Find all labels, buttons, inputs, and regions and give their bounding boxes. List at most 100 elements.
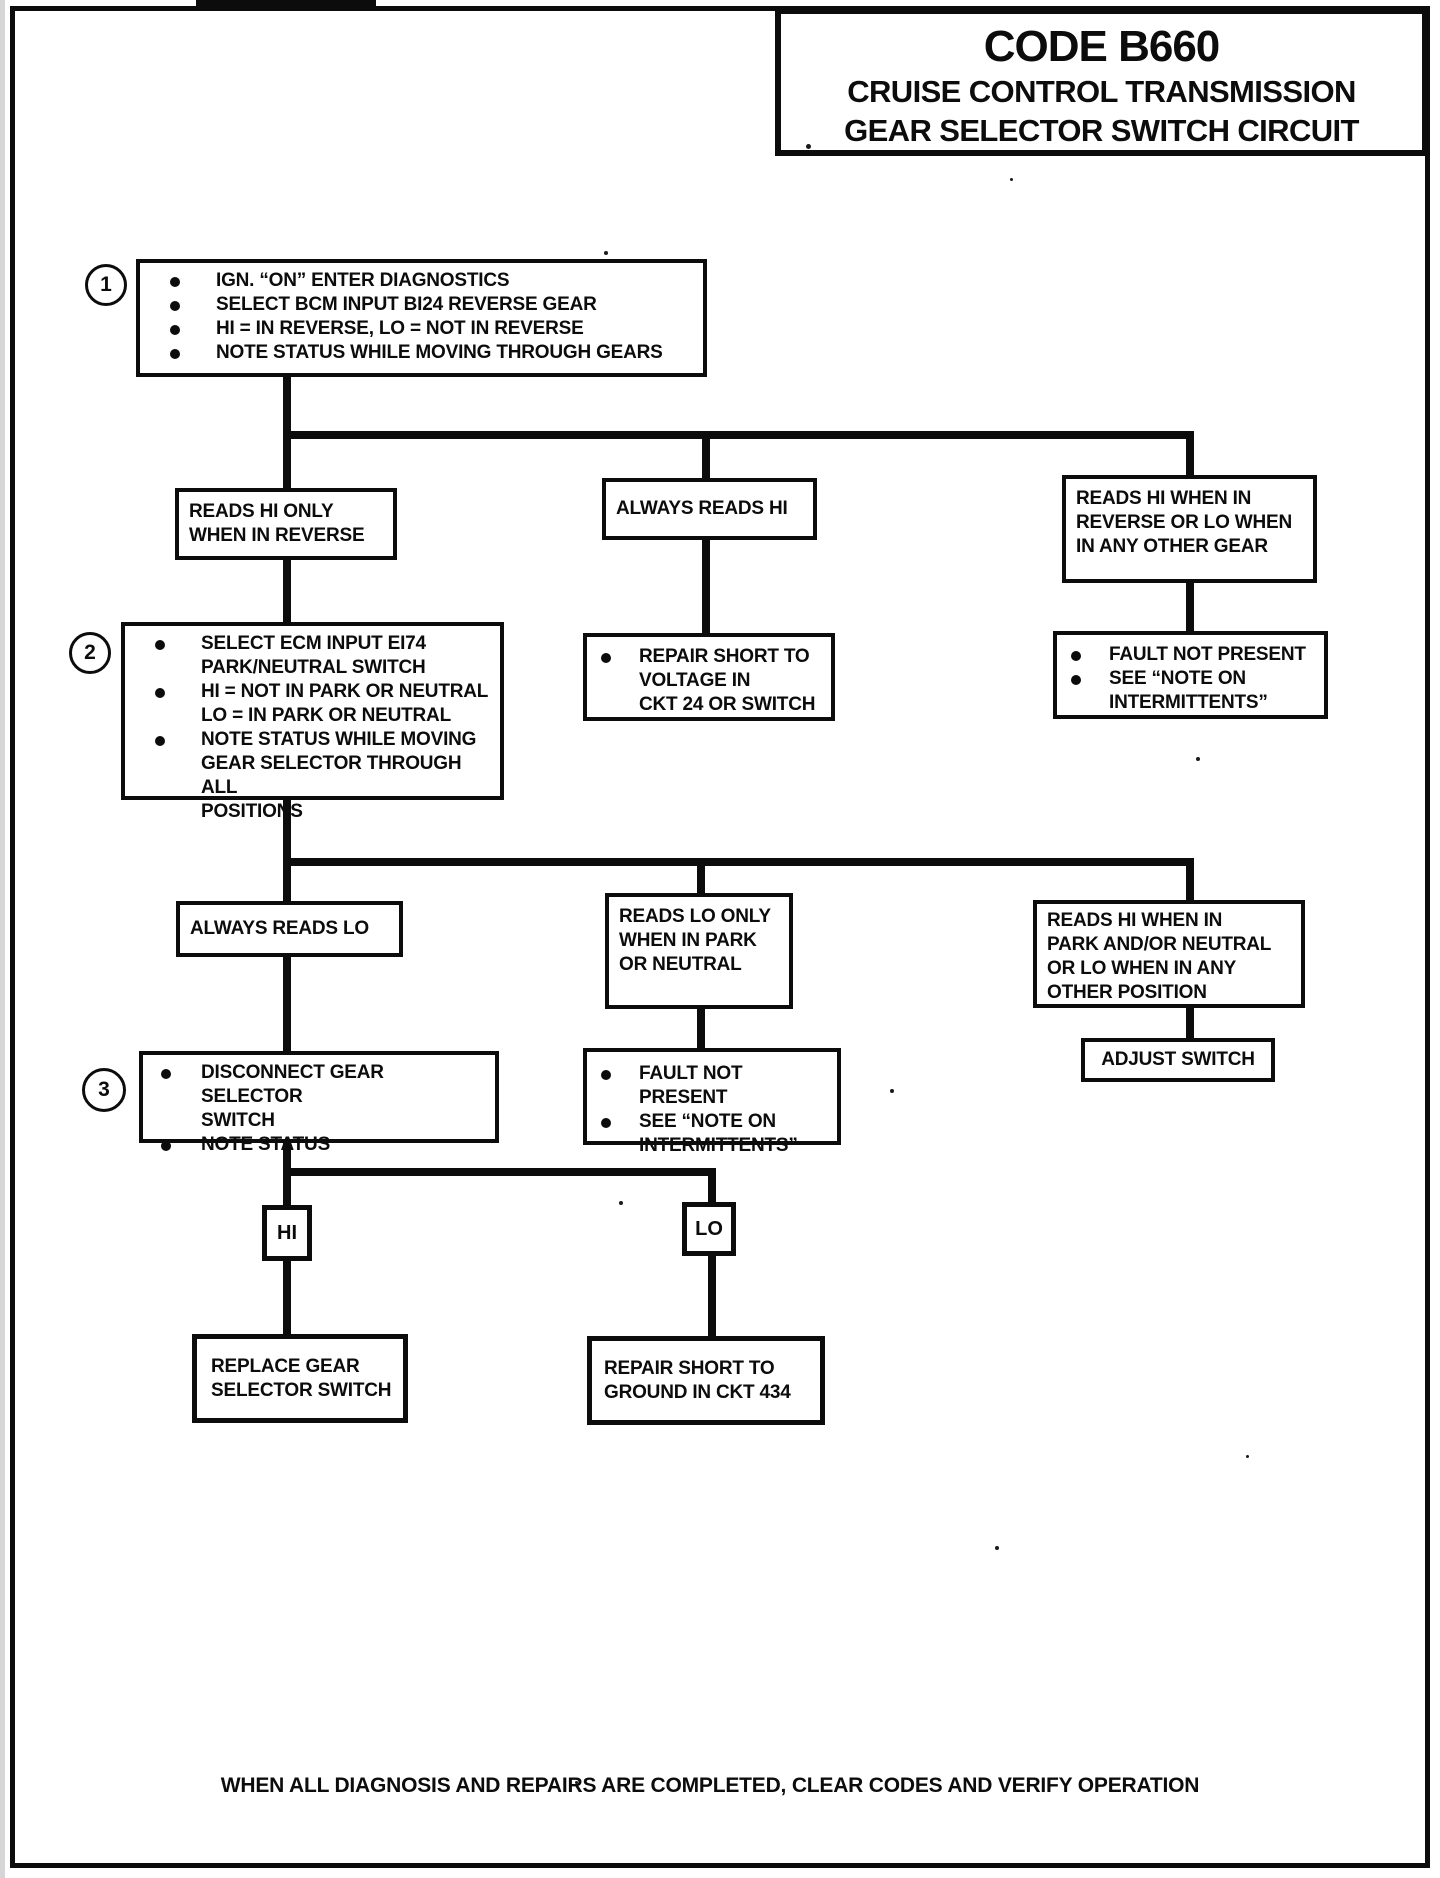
result-lo-box: LO [682, 1202, 736, 1256]
bullet-text: FAULT NOT PRESENT [639, 1063, 743, 1108]
bullet-item: SELECT ECM INPUT EI74 PARK/NEUTRAL SWITC… [125, 632, 490, 680]
connector-line [1186, 439, 1194, 477]
bullet-item: HI = IN REVERSE, LO = NOT IN REVERSE [140, 317, 693, 341]
connector-line [283, 1258, 291, 1336]
bullet-icon [155, 736, 165, 746]
bullet-text: SELECT BCM INPUT BI24 REVERSE GEAR [216, 294, 597, 315]
bullet-text: IGN. “ON” ENTER DIAGNOSTICS [216, 270, 510, 291]
connector-line [283, 439, 291, 490]
bullet-item: SEE “NOTE ON INTERMITTENTS” [587, 1110, 827, 1158]
action-repair-short-ground-ckt434: REPAIR SHORT TO GROUND IN CKT 434 [587, 1336, 825, 1425]
step-1-badge: 1 [85, 264, 127, 306]
connector-line [283, 1168, 716, 1176]
connector-line [283, 858, 1194, 866]
bullet-item: SELECT BCM INPUT BI24 REVERSE GEAR [140, 293, 693, 317]
bullet-item: IGN. “ON” ENTER DIAGNOSTICS [140, 269, 693, 293]
bullet-text: SEE “NOTE ON INTERMITTENTS” [1109, 668, 1268, 713]
bullet-icon [1071, 675, 1081, 685]
scan-artifact [575, 1781, 578, 1784]
page-border [10, 6, 1430, 1868]
bullet-text: NOTE STATUS [201, 1134, 331, 1155]
action-adjust-switch: ADJUST SWITCH [1081, 1038, 1275, 1082]
bullet-text: DISCONNECT GEAR SELECTOR SWITCH [201, 1062, 384, 1131]
step-2-number: 2 [84, 641, 96, 664]
scan-artifact [806, 144, 811, 149]
bullet-item: NOTE STATUS WHILE MOVING THROUGH GEARS [140, 341, 693, 365]
condition-always-reads-hi: ALWAYS READS HI [602, 478, 817, 540]
bullet-text: SEE “NOTE ON INTERMITTENTS” [639, 1111, 798, 1156]
connector-line [1186, 581, 1194, 633]
bullet-text: REPAIR SHORT TO VOLTAGE IN CKT 24 OR SWI… [639, 646, 816, 715]
action-fault-not-present-2: FAULT NOT PRESENT SEE “NOTE ON INTERMITT… [583, 1048, 841, 1156]
title-code: CODE B660 [983, 22, 1221, 71]
title-line-3: GEAR SELECTOR SWITCH CIRCUIT [844, 113, 1359, 148]
scan-edge-artifact [0, 0, 5, 1878]
scan-artifact [1010, 178, 1013, 181]
result-hi-box: HI [262, 1205, 312, 1261]
bullet-icon [161, 1141, 171, 1151]
action-repair-short-voltage: REPAIR SHORT TO VOLTAGE IN CKT 24 OR SWI… [583, 633, 835, 721]
bullet-item: FAULT NOT PRESENT [587, 1062, 827, 1110]
bullet-item: DISCONNECT GEAR SELECTOR SWITCH [143, 1061, 485, 1133]
condition-reads-hi-only-in-reverse: READS HI ONLY WHEN IN REVERSE [175, 488, 397, 560]
bullet-icon [170, 301, 180, 311]
scan-artifact [1246, 1455, 1249, 1458]
connector-line [1186, 1006, 1194, 1040]
bullet-item: NOTE STATUS WHILE MOVING GEAR SELECTOR T… [125, 728, 490, 824]
condition-reads-hi-park-neutral: READS HI WHEN IN PARK AND/OR NEUTRAL OR … [1033, 900, 1305, 1008]
step-1-box: IGN. “ON” ENTER DIAGNOSTICS SELECT BCM I… [136, 259, 707, 377]
bullet-icon [170, 325, 180, 335]
scan-artifact [604, 251, 608, 255]
bullet-icon [170, 277, 180, 287]
condition-always-reads-lo: ALWAYS READS LO [176, 901, 403, 957]
step-2-box: SELECT ECM INPUT EI74 PARK/NEUTRAL SWITC… [121, 622, 504, 822]
bullet-text: NOTE STATUS WHILE MOVING GEAR SELECTOR T… [201, 729, 477, 822]
bullet-icon [601, 653, 611, 663]
step-3-number: 3 [98, 1078, 110, 1101]
scan-artifact [1196, 757, 1200, 761]
step-3-box: DISCONNECT GEAR SELECTOR SWITCH NOTE STA… [139, 1051, 499, 1155]
condition-reads-lo-only-park-neutral: READS LO ONLY WHEN IN PARK OR NEUTRAL [605, 893, 793, 1009]
bullet-text: FAULT NOT PRESENT [1109, 644, 1306, 665]
connector-line [702, 439, 710, 487]
bullet-item: NOTE STATUS [143, 1133, 485, 1157]
bullet-item: FAULT NOT PRESENT [1057, 643, 1314, 667]
connector-line [283, 374, 291, 438]
title-box: CODE B660 CRUISE CONTROL TRANSMISSION GE… [775, 8, 1428, 156]
bullet-icon [155, 688, 165, 698]
bullet-icon [1071, 651, 1081, 661]
step-3-badge: 3 [82, 1068, 126, 1112]
scan-artifact [196, 0, 376, 6]
action-replace-gear-selector-switch: REPLACE GEAR SELECTOR SWITCH [192, 1334, 408, 1423]
connector-line [283, 1142, 291, 1176]
connector-line [697, 1007, 705, 1050]
connector-line [1186, 866, 1194, 902]
connector-line [283, 955, 291, 1053]
bullet-item: SEE “NOTE ON INTERMITTENTS” [1057, 667, 1314, 715]
bullet-icon [601, 1118, 611, 1128]
connector-line [283, 431, 1194, 439]
footer-note: WHEN ALL DIAGNOSIS AND REPAIRS ARE COMPL… [220, 1774, 1200, 1797]
connector-line [283, 796, 291, 863]
step-2-badge: 2 [69, 632, 111, 674]
bullet-icon [601, 1070, 611, 1080]
title-line-2: CRUISE CONTROL TRANSMISSION [847, 74, 1356, 109]
connector-line [708, 1176, 716, 1204]
connector-line [702, 540, 710, 635]
bullet-text: HI = IN REVERSE, LO = NOT IN REVERSE [216, 318, 584, 339]
bullet-text: SELECT ECM INPUT EI74 PARK/NEUTRAL SWITC… [201, 633, 426, 678]
bullet-text: HI = NOT IN PARK OR NEUTRAL LO = IN PARK… [201, 681, 489, 726]
scan-artifact [995, 1546, 999, 1550]
bullet-icon [161, 1069, 171, 1079]
connector-line [697, 866, 705, 895]
scan-artifact [890, 1089, 894, 1093]
bullet-icon [155, 640, 165, 650]
bullet-icon [170, 349, 180, 359]
connector-line [283, 866, 291, 903]
step-1-number: 1 [100, 273, 112, 296]
connector-line [283, 558, 291, 624]
action-fault-not-present-1: FAULT NOT PRESENT SEE “NOTE ON INTERMITT… [1053, 631, 1328, 719]
connector-line [283, 1176, 291, 1207]
scan-artifact [619, 1201, 623, 1205]
